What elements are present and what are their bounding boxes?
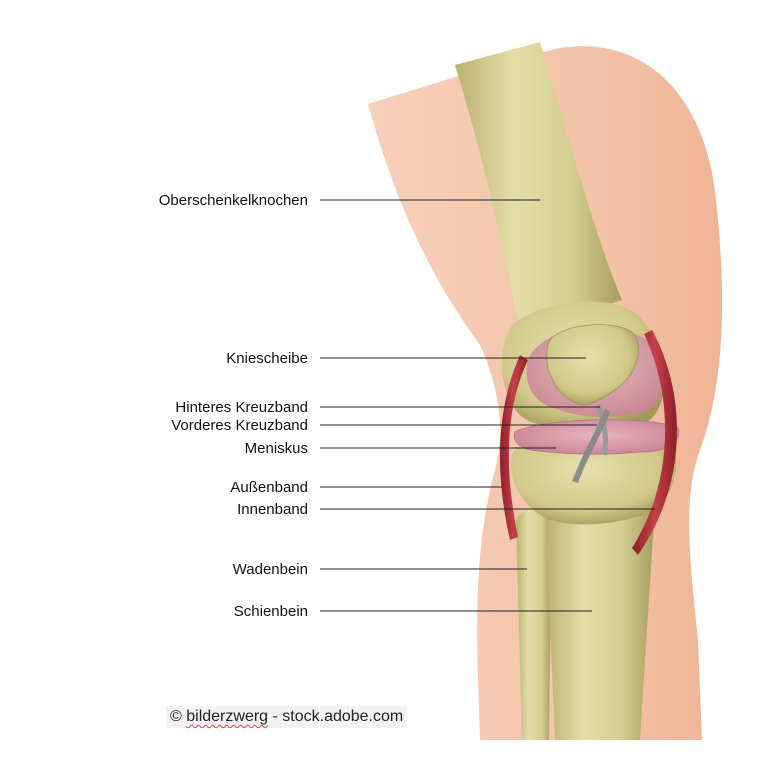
label-posterior-cruciate: Hinteres Kreuzband — [175, 399, 308, 416]
posterior-cruciate-ligament — [595, 404, 609, 456]
fibula-bone — [516, 508, 552, 740]
label-meniscus: Meniskus — [245, 440, 308, 457]
label-femur: Oberschenkelknochen — [159, 192, 308, 209]
patella-bone — [546, 324, 639, 405]
label-anterior-cruciate: Vorderes Kreuzband — [171, 417, 308, 434]
copyright-symbol: © — [170, 708, 182, 725]
anterior-cruciate-ligament — [572, 408, 611, 484]
tibia-bone — [545, 505, 655, 740]
lateral-ligament-band — [499, 355, 528, 540]
label-lateral-ligament: Außenband — [230, 479, 308, 496]
credit-separator: - — [272, 708, 278, 725]
femur-bone — [455, 42, 622, 330]
tibia-plateau — [511, 432, 677, 525]
medial-ligament-band — [632, 330, 677, 555]
credit-author: bilderzwerg — [186, 708, 269, 725]
image-credit: © bilderzwerg - stock.adobe.com — [166, 706, 408, 728]
label-tibia: Schienbein — [234, 603, 308, 620]
label-medial-ligament: Innenband — [237, 501, 308, 518]
credit-source: stock.adobe.com — [282, 708, 404, 725]
label-fibula: Wadenbein — [233, 561, 308, 578]
label-patella: Kniescheibe — [226, 350, 308, 367]
